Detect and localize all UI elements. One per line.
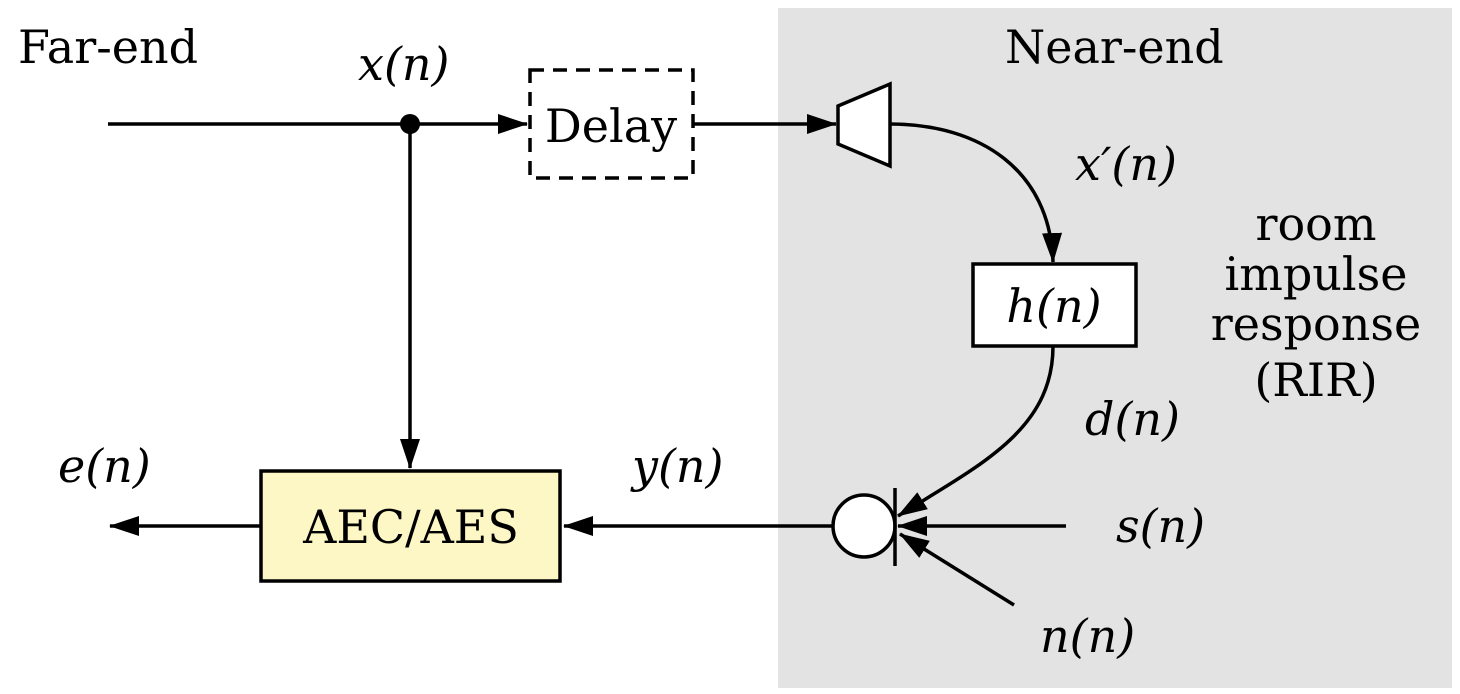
aec-aes-block (259, 469, 562, 583)
echo-path-curve (889, 122, 1063, 263)
noise-wire (899, 532, 1015, 607)
n-n-label: n(n) (1040, 609, 1135, 663)
e-n-label: e(n) (58, 439, 151, 493)
near-end-label: Near-end (1005, 20, 1224, 74)
y-n-label: y(n) (630, 439, 724, 493)
s-n-label: s(n) (1116, 499, 1205, 553)
d-n-label: d(n) (1085, 392, 1180, 446)
delay-label: Delay (545, 99, 677, 153)
far-end-label: Far-end (18, 20, 198, 74)
x-n-label: x(n) (358, 37, 449, 91)
rir-block (971, 262, 1138, 348)
rir-description-line4: (RIR) (1254, 353, 1377, 407)
aec-aes-label: AEC/AES (302, 500, 519, 554)
delay-block (528, 68, 695, 180)
h-n-label: h(n) (1006, 279, 1101, 333)
rir-description-line2: impulse (1225, 247, 1408, 301)
echo-signal-curve (897, 345, 1055, 518)
rir-description-line3: response (1211, 297, 1421, 351)
x-prime-n-label: x′(n) (1075, 137, 1177, 191)
rir-description-line1: room (1256, 197, 1377, 251)
loudspeaker-icon (836, 81, 892, 169)
microphone-icon (831, 493, 897, 559)
